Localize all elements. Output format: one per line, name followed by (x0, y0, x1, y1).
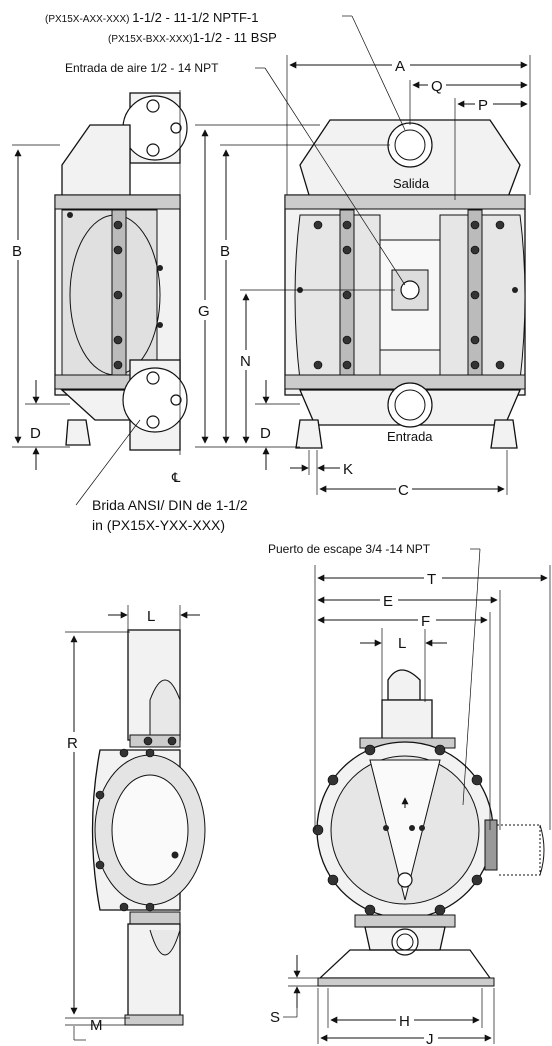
dim-r-label: R (67, 735, 78, 752)
end-view: L T E F Puerto de escape 3/4 -14 NPT S (268, 542, 551, 1046)
dim-e-label: E (383, 593, 393, 610)
port-note-line1: (PX15X-AXX-XXX) 1-1/2 - 11-1/2 NPTF-1 (45, 10, 258, 25)
dim-m-label: M (90, 1017, 103, 1034)
side-view: L R M (65, 605, 206, 1041)
centerline-symbol: ℄ (171, 470, 181, 485)
dim-b-label-left: B (12, 243, 22, 260)
dim-s-label: S (270, 1009, 280, 1026)
outlet-label: Salida (393, 176, 430, 191)
dim-a-label: A (395, 58, 405, 75)
dim-q-label: Q (431, 78, 443, 95)
dim-n-label: N (240, 353, 251, 370)
dim-l-label-side: L (147, 608, 155, 625)
dim-t-label: T (427, 571, 436, 588)
dim-f-label: F (421, 613, 430, 630)
side-view-flanged: B D ℄ Brida ANSI/ DIN de 1-1/2 in (PX15X… (10, 90, 248, 533)
inlet-label: Entrada (387, 429, 433, 444)
dim-d-label-center: D (260, 425, 271, 442)
port-note-line2: (PX15X-BXX-XXX)1-1/2 - 11 BSP (108, 30, 277, 45)
dim-p-label: P (478, 97, 488, 114)
dim-h-label: H (399, 1013, 410, 1030)
dim-c-label: C (398, 482, 409, 499)
dim-l-label-end: L (398, 635, 406, 652)
dim-g-label: G (198, 303, 210, 320)
exhaust-note: Puerto de escape 3/4 -14 NPT (268, 542, 431, 556)
dim-j-label: J (426, 1031, 434, 1046)
dim-d-label-left: D (30, 425, 41, 442)
front-view: Salida Entrada A Q P G B N (45, 10, 531, 499)
flange-note-line1: Brida ANSI/ DIN de 1-1/2 (92, 497, 248, 513)
dim-b-label-center: B (220, 243, 230, 260)
dim-k-label: K (343, 461, 353, 478)
air-inlet-note: Entrada de aire 1/2 - 14 NPT (65, 61, 219, 75)
flange-note-line2: in (PX15X-YXX-XXX) (92, 517, 225, 533)
